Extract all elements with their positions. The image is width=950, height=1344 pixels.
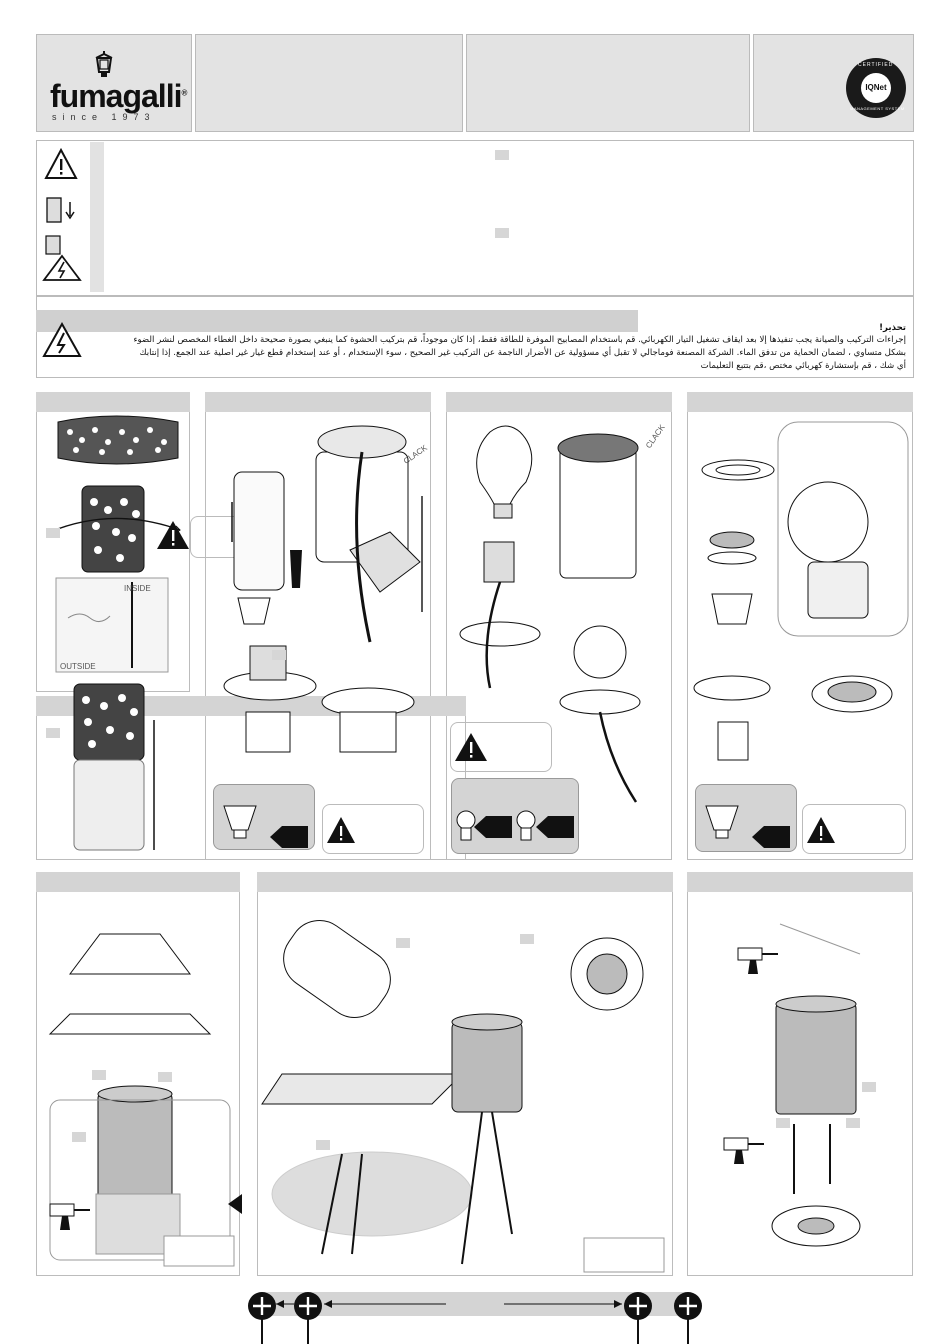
black-arrow-icon xyxy=(474,816,512,838)
header-cell-3 xyxy=(466,34,750,132)
lamp-logo-icon xyxy=(95,51,113,77)
header-cell-2 xyxy=(195,34,463,132)
gu10-install-illustration xyxy=(223,425,423,753)
label-inside: INSIDE xyxy=(124,584,151,593)
warning-line-3: أي شك ، قم بإستشارة كهربائي مختص ،قم بتت… xyxy=(700,361,906,371)
warning-line-1: إجراءات التركيب والصيانة يجب تنفيذها إلا… xyxy=(133,335,906,345)
step-bullet-8b xyxy=(776,1118,790,1128)
electric-warning-bar xyxy=(36,310,638,332)
step-bullet-6b xyxy=(158,1072,172,1082)
recessed-install-illustration xyxy=(693,421,909,761)
step-bullet-6c xyxy=(72,1132,86,1142)
header-logo-cell xyxy=(36,34,192,132)
brand-name: fumagalli xyxy=(50,78,182,114)
warning-triangle-icon xyxy=(157,521,189,549)
warning-title: تحذير! xyxy=(879,323,906,333)
warning-triangle-icon xyxy=(327,817,355,843)
drill-icon xyxy=(737,947,778,974)
panel-header-1 xyxy=(36,392,190,412)
cert-center: IQNet xyxy=(861,73,891,103)
drill-icon xyxy=(49,1203,90,1230)
diffuser-ring-illustration xyxy=(49,415,181,673)
step-bullet-7c xyxy=(316,1140,330,1150)
ceiling-mount-illustration xyxy=(771,923,861,1247)
electric-hazard-icon xyxy=(42,235,82,281)
black-arrow-icon xyxy=(270,826,308,848)
e27-install-illustration xyxy=(459,425,641,803)
e27-bulb-icon xyxy=(516,810,536,841)
warning-line-2: بشكل متساوي ، لضمان الحماية من تدفق الما… xyxy=(139,348,906,358)
label-outside: OUTSIDE xyxy=(60,662,96,671)
bullet-1 xyxy=(495,150,509,160)
cert-top: CERTIFIED xyxy=(858,62,894,68)
warning-triangle-icon xyxy=(455,733,487,761)
diffuser-fit-illustration xyxy=(73,683,155,851)
plus-circle-icon xyxy=(248,1292,276,1320)
black-arrow-icon xyxy=(752,826,790,848)
footer-measure-lines xyxy=(261,1300,689,1344)
warning-callout-2 xyxy=(322,804,424,854)
warning-triangle-icon xyxy=(44,147,78,179)
panel-header-3 xyxy=(446,392,672,412)
e27-bulb-icon xyxy=(456,810,476,841)
step-bullet-7a xyxy=(396,938,410,948)
certification-seal: IQNet CERTIFIED MANAGEMENT SYSTEM xyxy=(846,58,906,118)
brand-logo: fumagalli® xyxy=(50,78,187,115)
electric-shock-icon xyxy=(42,321,82,357)
plus-circle-icon xyxy=(624,1292,652,1320)
electric-warning-box xyxy=(36,296,914,378)
drill-icon xyxy=(723,1137,764,1164)
plus-circle-icon xyxy=(294,1292,322,1320)
spike-mount-illustration xyxy=(261,920,665,1273)
step-bullet-8a xyxy=(862,1082,876,1092)
gu10-bulb-icon xyxy=(705,805,739,839)
black-arrow-icon xyxy=(536,816,574,838)
step-bullet-2 xyxy=(272,650,286,660)
step-bullet-6a xyxy=(92,1070,106,1080)
safety-bar-left xyxy=(90,142,104,292)
panel-header-8 xyxy=(687,872,913,892)
cert-bottom: MANAGEMENT SYSTEM xyxy=(850,106,905,111)
warning-callout-4 xyxy=(802,804,906,854)
panel-header-2 xyxy=(205,392,431,412)
step-bullet-1 xyxy=(46,528,60,538)
switch-off-icon xyxy=(46,197,75,223)
step-bullet-7b xyxy=(520,934,534,944)
step-bullet-5 xyxy=(46,728,60,738)
warning-callout-3 xyxy=(450,722,552,772)
panel-header-4 xyxy=(687,392,913,412)
panel-header-6 xyxy=(36,872,240,892)
gu10-bulb-icon xyxy=(223,805,257,839)
bullet-2 xyxy=(495,228,509,238)
plus-circle-icon xyxy=(674,1292,702,1320)
safety-box xyxy=(36,140,914,296)
arrow-left-icon xyxy=(228,1194,242,1214)
ground-mount-illustration xyxy=(48,933,235,1267)
registered-mark: ® xyxy=(181,88,187,98)
warning-triangle-icon xyxy=(807,817,835,843)
panel-header-7 xyxy=(257,872,673,892)
brand-since: since 1973 xyxy=(52,112,156,122)
step-bullet-8c xyxy=(846,1118,860,1128)
